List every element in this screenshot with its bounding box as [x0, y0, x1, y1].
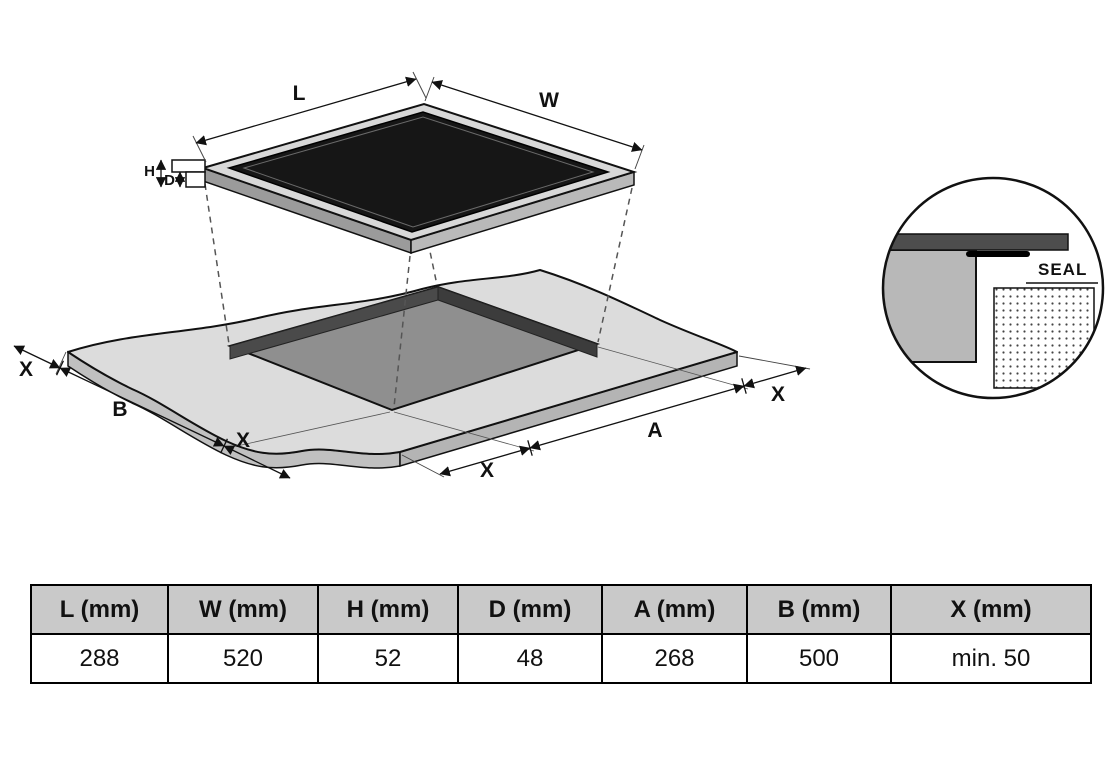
edge-profile-upper: [171, 159, 206, 173]
dim-label-x-bottom-left: X: [236, 429, 250, 452]
dim-label-l: L: [293, 82, 306, 105]
dim-label-a: A: [647, 419, 662, 442]
header-cell-b: B (mm): [746, 584, 892, 635]
value-cell-a: 268: [601, 633, 748, 684]
dimensions-table: L (mm) W (mm) H (mm) D (mm) A (mm) B (mm…: [30, 584, 1092, 684]
table-header-row: L (mm) W (mm) H (mm) D (mm) A (mm) B (mm…: [30, 584, 1092, 635]
header-cell-h: H (mm): [317, 584, 459, 635]
value-cell-b: 500: [746, 633, 892, 684]
dimension-lines: [13, 71, 811, 479]
header-cell-x: X (mm): [890, 584, 1092, 635]
detail-cooktop-section: [883, 233, 1069, 251]
header-cell-a: A (mm): [601, 584, 748, 635]
value-cell-w: 520: [167, 633, 319, 684]
cooktop-glass: [226, 111, 611, 233]
value-cell-x: min. 50: [890, 633, 1092, 684]
header-cell-w: W (mm): [167, 584, 319, 635]
dim-label-x-bottom-center: X: [480, 459, 494, 482]
dim-label-h: H: [144, 163, 155, 180]
dim-label-x-right: X: [771, 383, 785, 406]
value-cell-d: 48: [457, 633, 603, 684]
edge-profile-lower: [185, 171, 206, 188]
seal-detail-view: SEAL: [881, 176, 1105, 400]
projection-lines: [204, 183, 633, 408]
value-cell-l: 288: [30, 633, 169, 684]
installation-diagram: L W H D X B X X A X SEAL: [13, 71, 1105, 482]
seal-label: SEAL: [1038, 260, 1087, 279]
detail-seal-strip: [966, 251, 1030, 257]
detail-cabinet-hatch: [993, 287, 1095, 389]
dim-label-w: W: [539, 89, 559, 112]
header-cell-l: L (mm): [30, 584, 169, 635]
dim-label-b: B: [112, 398, 127, 421]
dim-label-d: D: [164, 172, 175, 189]
countertop: [67, 269, 738, 469]
cooktop: [171, 102, 638, 255]
dim-label-x-left: X: [19, 358, 33, 381]
detail-circle-outline: [881, 176, 1105, 400]
header-cell-d: D (mm): [457, 584, 603, 635]
table-value-row: 288 520 52 48 268 500 min. 50: [30, 633, 1092, 684]
cutout-wall-right: [437, 286, 598, 358]
detail-countertop-section: [883, 249, 977, 363]
value-cell-h: 52: [317, 633, 459, 684]
